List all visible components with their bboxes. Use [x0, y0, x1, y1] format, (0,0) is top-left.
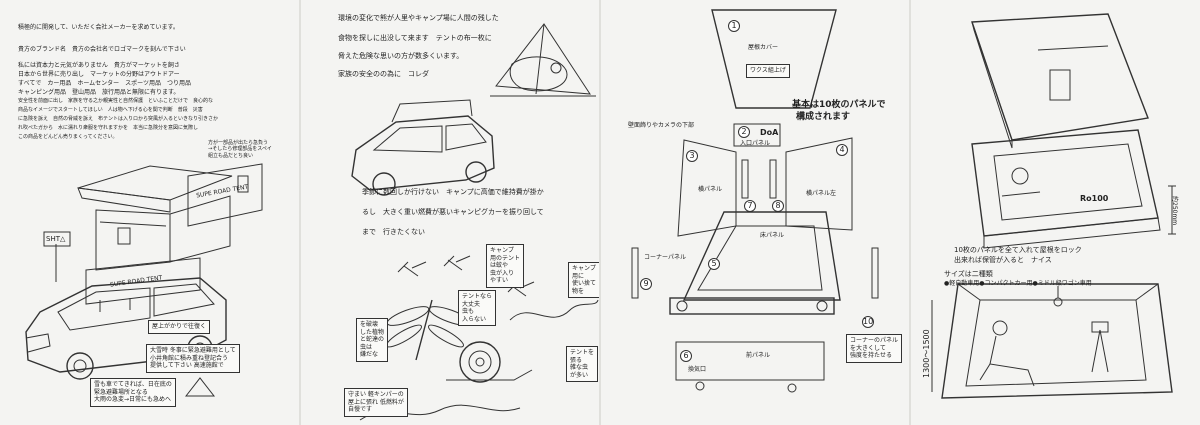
intro-line-4: 私には資本力と元気がありません 貴方がマーケットを飼さ — [18, 62, 180, 69]
floor-label: 床パネル — [760, 232, 785, 239]
panel-number: 10 — [862, 316, 874, 328]
intro-line-6: すべてで カー用品 ホームセンター スポーツ用品 つり用品 — [18, 80, 192, 87]
callout-bottom: 守まい 軽キンパーの 屋上に張れ 低燃料が 自慢です — [344, 388, 408, 417]
callout-c: テントなら 大丈夫 虫も 入らない — [458, 290, 497, 326]
panel-divider — [599, 0, 601, 425]
panel-number: 7 — [744, 200, 756, 212]
intro-line-7: キャンピング用品 登山用品 旅行用品と無限に有ります。 — [18, 89, 180, 96]
title-line-0: 基本は10枚のパネルで — [792, 100, 886, 110]
panel-number: 1 — [728, 20, 740, 32]
panel-assembled: Ro100 約250mm 10枚のパネルを全て入れて屋根をロック 出来れば保管が… — [910, 0, 1200, 425]
intro-line-12: この商品をどんどん売りまくってください。 — [18, 134, 118, 140]
callout-lower: 大雪時 冬事に緊急避難用として 小井角館に積み重ね登記合う 提供して下さい 高速… — [146, 344, 240, 373]
panel-divider — [299, 0, 301, 425]
height-label: 1300〜1500 — [922, 329, 931, 378]
size-options: ●軽自動車用●コンパクトカー用●ミドル級ワゴン車用 — [944, 280, 1092, 287]
intro-line-5: 日本から世界に売り出し マーケットの分野はアウトドアー — [18, 71, 180, 78]
top-line-1: 食物を探しに出没して来ます テントの布一枚に — [338, 34, 492, 42]
top-line-3: 家族の安全のの為に コレダ — [338, 70, 429, 78]
top-line-2: 脅えた危険な思いの方が数多くいます。 — [338, 52, 464, 60]
design-note: コーナーのパネル を大きくして 強度を持たせる — [846, 334, 903, 363]
panel-number: 6 — [680, 350, 692, 362]
side-left-label: 横パネル — [698, 186, 723, 193]
callout-e: テントを 張る 雑な虫 が多い — [566, 346, 599, 382]
panel-number: 3 — [686, 150, 698, 162]
bottom-sub-label: 換気口 — [688, 366, 707, 373]
caption-line-1: 出来れば保管が入ると ナイス — [954, 256, 1052, 264]
intro-line-9: 商品なイメージでスタートしてほしい 人は物へ下げる心を関で判断 普段 災害 — [18, 107, 203, 113]
front-label: 入口パネル — [740, 140, 771, 147]
intro-line-0: 積極的に開発して、いただく会社メーカーを求めています。 — [18, 24, 179, 31]
panel-divider — [909, 0, 911, 425]
intro-line-2: 貴方のブランド名 貴方の会社名でロゴマークを刻んで下さい — [18, 46, 186, 53]
top-badge: ワクス組上げ — [746, 64, 790, 78]
mid-line-2: まで 行きたくない — [362, 228, 425, 236]
mid-line-1: るし 大きく重い燃費が悪いキャンピグカーを振り回して — [362, 208, 544, 216]
top-line-0: 環境の変化で熊が人里やキャンプ場に人間の残した — [338, 14, 499, 22]
callout-a: キャンプ 用のテント は蚊や 虫が入り やすい — [486, 244, 525, 288]
intro-line-10: に急険を訴え 自然の脅威を訴え 布テントは入りロから突風が入るといきなり引きさか — [18, 116, 219, 122]
size-label: サイズは二種類 — [944, 270, 993, 278]
doa-label: DoA — [760, 128, 779, 137]
callout-top: 方が一部品が出たら急負う →そしたら修理部品をスペイ 組立も品だとち良い — [208, 140, 272, 159]
callout-b: キャンプ 用に 使い捨て 物を — [568, 262, 600, 298]
panel-problem: 環境の変化で熊が人里やキャンプ場に人間の残した 食物を探しに出没して来ます テン… — [300, 0, 600, 425]
top-label: 屋根カバー — [748, 44, 779, 51]
side-dimension: 約250mm — [1171, 196, 1178, 226]
caption-line-0: 10枚のパネルを全て入れて屋根をロック — [954, 246, 1082, 254]
callout-middle: 屋上がかりで往復く — [148, 320, 211, 334]
panel-number: 4 — [836, 144, 848, 156]
callout-bottom: 雪も車でてきれば、日在底の 緊急避難場所となる 大雨の急変→日常にも急めへ — [90, 378, 176, 407]
panel-number: 2 — [738, 126, 750, 138]
title-line-1: 構成されます — [796, 112, 851, 122]
corner-label: コーナーパネル — [644, 254, 686, 261]
panel-number: 5 — [708, 258, 720, 270]
panel-parts: 1 屋根カバー ワクス組上げ 基本は10枚のパネルで 構成されます 壁面飾りやカ… — [600, 0, 910, 425]
panel-number: 9 — [640, 278, 652, 290]
bottom-label: 前パネル — [746, 352, 771, 359]
side-right-label: 横パネル左 — [806, 190, 837, 197]
mid-line-0: 季節に数回しか行けない キャンプに高価で維持費が掛か — [362, 188, 544, 196]
intro-line-8: 安全性を前面に出し 家族を守る之か親実性と自然保護 といふことだけで 良心的な — [18, 98, 214, 104]
subtitle: 壁面飾りやカメラの下部 — [628, 122, 695, 129]
assembled-box-sketch — [931, 13, 1176, 399]
callout-d: を破壊 した植物 と蛇達の 虫は 嫌だな — [356, 318, 389, 362]
logo-text: Ro100 — [1080, 194, 1109, 203]
intro-line-11: れ吹ぺたガから 水に濡れり衆服を守れますかを 本当に急険分を意図に気際し — [18, 125, 199, 131]
sign-label: SHT△ — [46, 235, 66, 243]
panel-sales-pitch: 積極的に開発して、いただく会社メーカーを求めています。 貴方のブランド名 貴方の… — [0, 0, 300, 425]
panel-number: 8 — [772, 200, 784, 212]
